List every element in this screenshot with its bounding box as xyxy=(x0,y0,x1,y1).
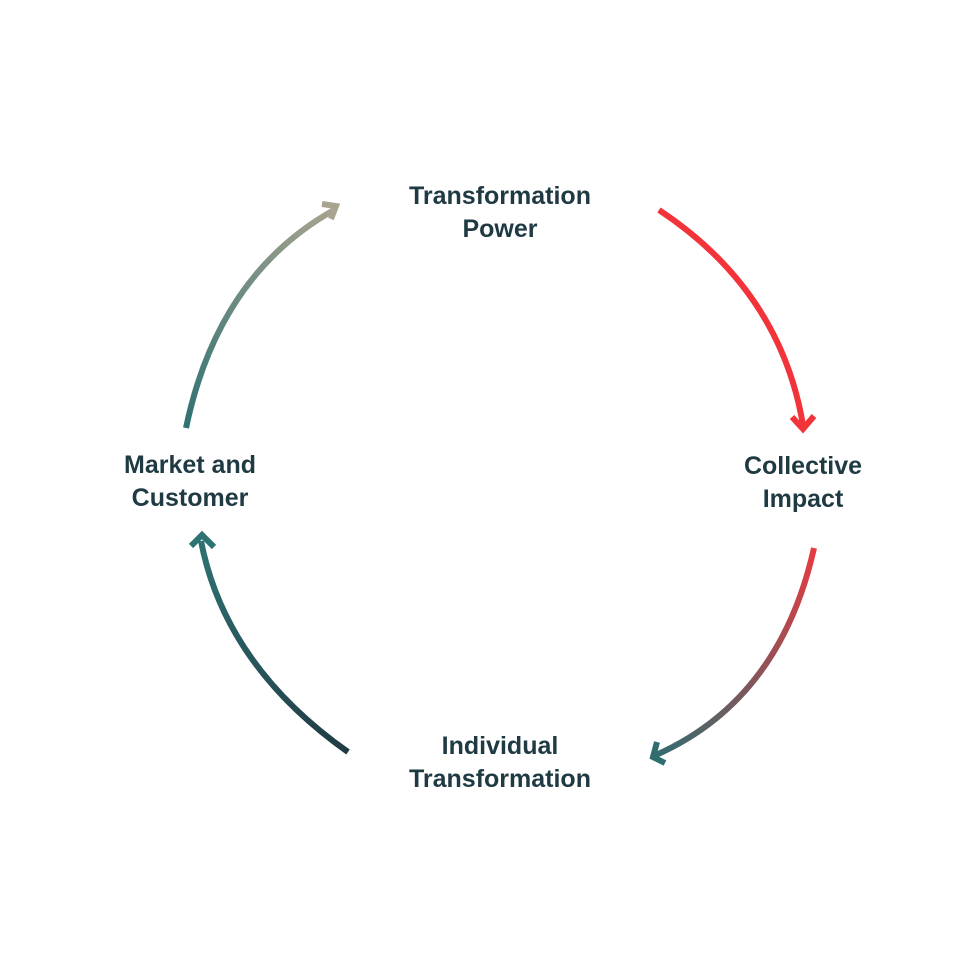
node-label-line: Power xyxy=(462,215,538,243)
arrow-top-to-right-head xyxy=(789,414,817,434)
node-individual-transformation: Individual Transformation xyxy=(409,730,591,796)
arrow-top-to-right-shaft xyxy=(657,207,806,426)
node-label-line: Customer xyxy=(131,484,249,512)
arrow-bottom-to-left xyxy=(188,530,350,755)
arrow-bottom-to-left-shaft xyxy=(198,540,350,755)
arrow-right-to-bottom-shaft xyxy=(654,547,817,758)
node-market-and-customer: Market and Customer xyxy=(124,449,256,515)
node-label-line: Impact xyxy=(762,485,844,513)
arrow-left-to-top-shaft xyxy=(183,207,336,429)
node-label-line: Transformation xyxy=(409,765,591,793)
node-label-line: Individual xyxy=(441,732,559,760)
arrow-right-to-bottom-head xyxy=(649,741,667,766)
node-transformation-power: Transformation Power xyxy=(409,180,591,246)
arrow-left-to-top xyxy=(183,201,341,429)
arrow-bottom-to-left-head xyxy=(188,530,217,550)
arrow-right-to-bottom xyxy=(649,547,817,766)
node-label-line: Market and xyxy=(124,451,256,479)
node-collective-impact: Collective Impact xyxy=(744,450,862,516)
arrow-left-to-top-head xyxy=(321,201,341,221)
node-label-line: Collective xyxy=(743,452,863,480)
arrow-top-to-right xyxy=(657,207,817,434)
node-label-line: Transformation xyxy=(409,182,591,210)
